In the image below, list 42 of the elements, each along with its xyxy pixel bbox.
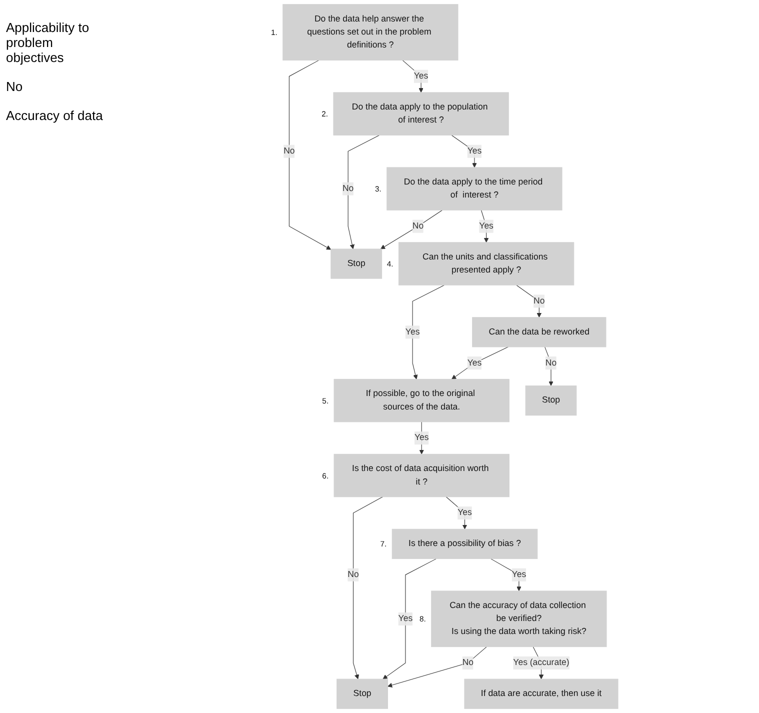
node-box: Do the data apply to the population of interest ?	[333, 92, 509, 136]
arrow	[348, 134, 380, 250]
edge-label: Yes	[458, 508, 472, 518]
edge-label: Yes	[414, 71, 428, 81]
edge-label: No	[534, 296, 545, 306]
edge-label: Yes	[414, 433, 429, 442]
arrow	[388, 646, 487, 688]
arrow	[382, 558, 437, 680]
arrow	[352, 496, 383, 680]
node-box: If data are accurate, then use it	[464, 678, 618, 709]
edge-label: No	[342, 184, 354, 194]
edge-label: Yes	[467, 358, 482, 368]
node-box: Stop	[330, 248, 382, 279]
node-box: Is there a possibility of bias ?	[392, 528, 538, 559]
edge-label: Yes	[479, 221, 494, 231]
edge-label: No	[545, 358, 557, 368]
edge-label: Yes	[405, 327, 420, 337]
note-text: Applicability to problem objectives	[6, 20, 90, 65]
node-box: Can the units and classifications presented apply ?	[398, 242, 574, 286]
node-box: Can the accuracy of data collection be verified? Is using the data worth taking risk?	[431, 590, 607, 648]
node-box: Do the data apply to the time period of interest ?	[386, 167, 562, 210]
arrow	[380, 210, 443, 250]
edge-label: Yes	[467, 146, 482, 156]
edge-label: Yes	[398, 614, 413, 624]
edge-label: Yes	[512, 570, 526, 580]
node-box: Do the data help answer the questions set out in the problem definitions ?	[282, 4, 458, 60]
arrow	[288, 60, 332, 250]
note-text: Accuracy of data	[6, 108, 104, 123]
edge-label: No	[462, 658, 474, 668]
node-box: Is the cost of data acquisition worth it ?	[334, 454, 510, 498]
edge-label: No	[348, 570, 359, 580]
node-box: Stop	[336, 678, 388, 709]
note-text: No	[6, 79, 24, 94]
edge-label: No	[412, 221, 424, 231]
arrow	[451, 346, 508, 380]
node-box: Stop	[525, 386, 577, 416]
arrow	[419, 422, 424, 454]
edge-label: No	[284, 146, 295, 156]
node-box: If possible, go to the original sources of the data.	[334, 378, 510, 422]
arrow	[412, 284, 445, 380]
edge-label: Yes (accurate)	[513, 658, 570, 668]
node-box: Can the data be reworked	[472, 317, 606, 348]
